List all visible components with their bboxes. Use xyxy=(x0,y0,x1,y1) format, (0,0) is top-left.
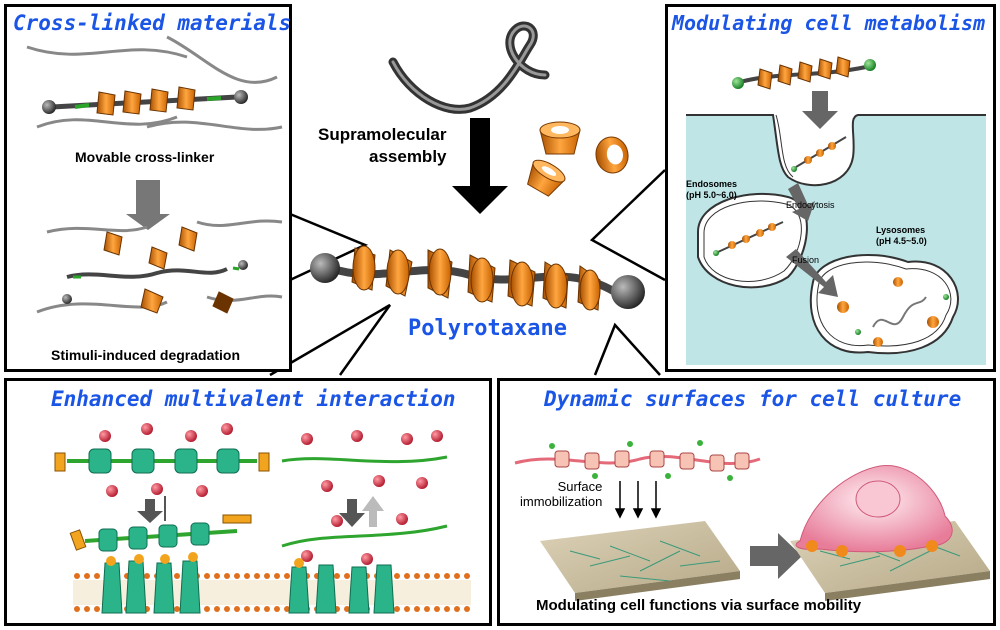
central-polyrotaxane xyxy=(310,245,645,311)
cell-functions-label: Modulating cell functions via surface mo… xyxy=(536,597,862,614)
metabolism-illustration xyxy=(686,56,986,365)
panel-multivalent-interaction: Enhanced multivalent interaction xyxy=(4,378,492,626)
movable-cross-linker-label: Movable cross-linker xyxy=(75,149,215,165)
panel-cell-metabolism: Modulating cell metabolism xyxy=(665,4,996,372)
cyclodextrin-rings xyxy=(527,121,629,197)
panel-title: Cross-linked materials xyxy=(13,11,292,35)
panel-title: Dynamic surfaces for cell culture xyxy=(544,387,962,411)
lysosomes-label: Lysosomes (pH 4.5~5.0) xyxy=(876,225,927,246)
panel-title: Enhanced multivalent interaction xyxy=(51,387,456,411)
panel-dynamic-surfaces: Dynamic surfaces for cell culture xyxy=(497,378,996,626)
fusion-label: Fusion xyxy=(792,255,820,265)
crosslink-illustration xyxy=(26,35,283,314)
supramolecular-assembly-label: Supramolecular assembly xyxy=(318,125,447,166)
endosomes-label: Endosomes (pH 5.0~6.0) xyxy=(686,179,738,200)
assembly-arrow xyxy=(452,118,508,214)
endocytosis-label: Endocytosis xyxy=(786,200,835,210)
surface-immobilization-label: Surface immobilization xyxy=(520,479,603,509)
panel-title: Modulating cell metabolism xyxy=(672,11,986,35)
stimuli-degradation-label: Stimuli-induced degradation xyxy=(51,347,241,363)
panel-cross-linked-materials: Cross-linked materials xyxy=(4,4,292,372)
surfaces-illustration xyxy=(514,440,990,601)
polyrotaxane-label: Polyrotaxane xyxy=(408,316,567,341)
multivalent-illustration xyxy=(54,423,471,614)
